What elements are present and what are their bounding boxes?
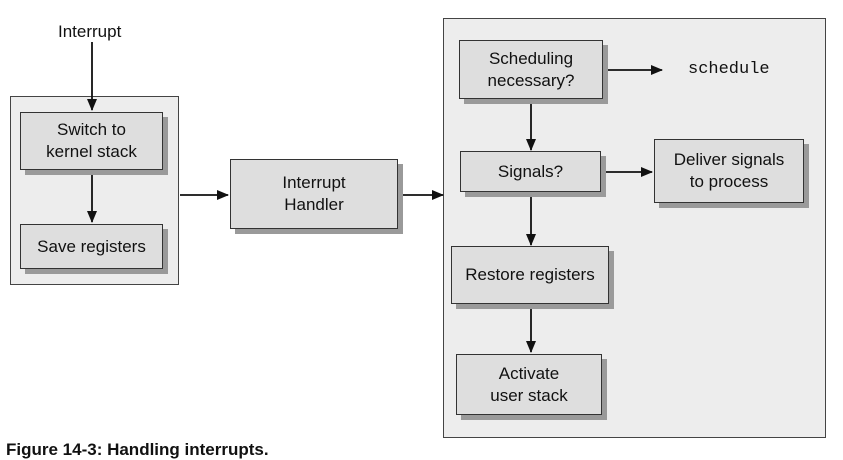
figure-caption: Figure 14-3: Handling interrupts.	[6, 440, 269, 459]
scheduling-necessary-box: Scheduling necessary?	[459, 40, 603, 99]
signals-box: Signals?	[460, 151, 601, 192]
deliver-signals-box: Deliver signals to process	[654, 139, 804, 203]
activate-user-stack-box: Activate user stack	[456, 354, 602, 415]
save-registers-box: Save registers	[20, 224, 163, 269]
interrupt-handler-box: Interrupt Handler	[230, 159, 398, 229]
restore-registers-box: Restore registers	[451, 246, 609, 304]
interrupt-label: Interrupt	[58, 22, 122, 41]
schedule-label: schedule	[688, 60, 770, 79]
switch-to-kernel-stack-box: Switch to kernel stack	[20, 112, 163, 170]
